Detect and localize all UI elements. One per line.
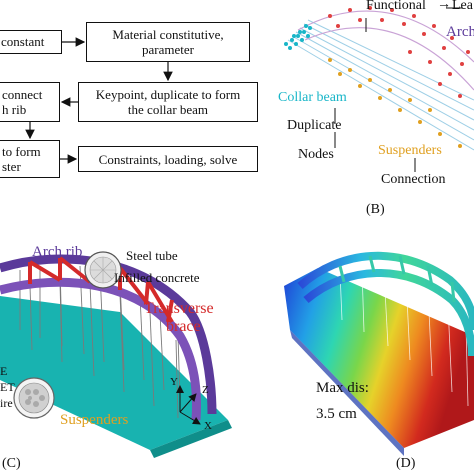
suspender-nodes	[328, 58, 462, 148]
e-label: E	[0, 364, 8, 378]
suspenders-c-label: Suspenders	[60, 412, 129, 428]
arch-contour-front	[303, 269, 474, 357]
deck-contour	[284, 268, 474, 448]
panel-d-label: (D)	[396, 456, 416, 471]
arch-nodes	[328, 6, 470, 98]
infilled-concrete-label: Infilled concrete	[114, 270, 200, 285]
brace-label: brace	[166, 318, 201, 335]
functional-arrow-glyph: →	[437, 0, 451, 12]
flow-box-constant: constant	[0, 30, 62, 54]
lea-label: Lea	[452, 0, 473, 13]
axis-x-label: X	[204, 420, 212, 432]
panel-c-label: (C)	[2, 456, 21, 471]
brace-contour	[338, 255, 456, 303]
arch-contour-back	[297, 251, 474, 331]
ire-label: ire	[0, 396, 13, 410]
axis-y-label: Y	[170, 376, 178, 388]
flow-box-connect-rib: connect h rib	[0, 82, 60, 122]
et-label: ET	[0, 380, 15, 394]
arch-label: Arch	[446, 24, 474, 40]
collar-beam-nodes	[284, 24, 312, 50]
collar-beam-label: Collar beam	[278, 90, 347, 105]
axis-z-label: Z	[202, 384, 209, 396]
flow-box-material: Material constitutive, parameter	[86, 22, 250, 62]
nodes-label: Nodes	[298, 147, 334, 162]
max-dis-label: Max dis:	[316, 380, 369, 396]
steel-tube-label: Steel tube	[126, 248, 178, 263]
arch-rib-label: Arch rib	[32, 244, 83, 260]
transverse-label: Transverse	[144, 300, 214, 317]
panel-b-label: (B)	[366, 202, 385, 217]
axis-triad	[176, 385, 201, 425]
suspender-cables	[19, 263, 197, 419]
suspenders-label: Suspenders	[378, 143, 442, 158]
functional-label: Functional	[366, 0, 426, 13]
flow-box-constraints: Constraints, loading, solve	[78, 146, 258, 172]
flow-box-keypoint: Keypoint, duplicate to form the collar b…	[78, 82, 258, 122]
flow-box-form-cluster: to form ster	[0, 140, 60, 178]
cable-section	[13, 377, 55, 419]
duplicate-label: Duplicate	[287, 118, 342, 133]
max-dis-value: 3.5 cm	[316, 406, 357, 422]
connection-label: Connection	[381, 172, 446, 187]
